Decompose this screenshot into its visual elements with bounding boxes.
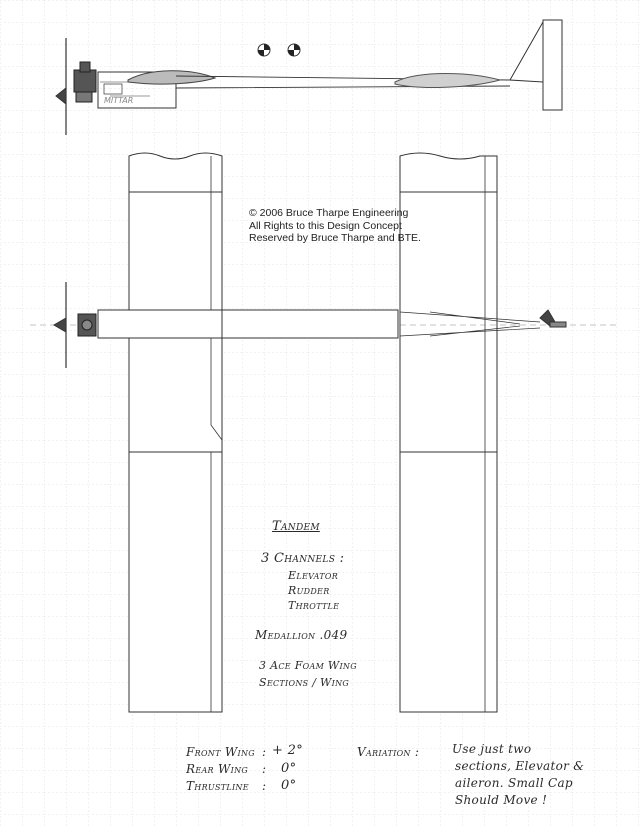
incidence-sep: : [262, 762, 267, 776]
variation-line: aileron. Small Cap [455, 776, 573, 790]
top-engine [77, 313, 97, 337]
copyright-line: Reserved by Bruce Tharpe and BTE. [249, 232, 421, 244]
channel-item: Elevator [288, 569, 339, 582]
incidence-label: Front Wing [186, 745, 255, 759]
top-view [30, 152, 620, 713]
incidence-sep: : [262, 779, 267, 793]
channel-item: Rudder [288, 584, 330, 597]
incidence-value: 0° [281, 761, 297, 776]
incidence-sep: : [262, 745, 267, 759]
side-fuselage-front [97, 71, 177, 109]
variation-line: Use just two [452, 742, 532, 756]
front-wing-outline [128, 152, 223, 713]
side-spinner [55, 86, 67, 106]
side-view [55, 19, 563, 135]
fuselage-top [97, 309, 399, 339]
variation-line: Should Move ! [455, 793, 548, 807]
copyright-line: © 2006 Bruce Tharpe Engineering [249, 207, 409, 219]
incidence-label: Rear Wing [186, 762, 249, 776]
foam-note: Sections / Wing [259, 676, 350, 689]
side-view-label: MITTAR [104, 96, 133, 105]
rear-wing-outline [399, 152, 498, 713]
side-front-wing [127, 70, 217, 85]
design-title: Tandem [272, 519, 320, 534]
copyright-notice: © 2006 Bruce Tharpe Engineering All Righ… [249, 207, 479, 245]
channel-item: Throttle [288, 599, 340, 612]
incidence-value: + 2° [272, 743, 303, 758]
cg-marker [287, 43, 301, 57]
side-rear-wing [394, 73, 502, 88]
side-engine [73, 61, 97, 103]
foam-note: 3 Ace Foam Wing [259, 659, 357, 672]
channels-heading: 3 Channels : [261, 551, 345, 566]
side-rudder [542, 19, 563, 111]
tail-boom [399, 311, 541, 337]
top-spinner [53, 317, 67, 333]
incidence-value: 0° [281, 778, 297, 793]
cg-marker [257, 43, 271, 57]
variation-line: sections, Elevator & [455, 759, 585, 773]
engine-note: Medallion .049 [255, 628, 348, 642]
copyright-line: All Rights to this Design Concept [249, 219, 402, 232]
variation-label: Variation : [357, 745, 420, 759]
incidence-label: Thrustline [186, 779, 249, 793]
